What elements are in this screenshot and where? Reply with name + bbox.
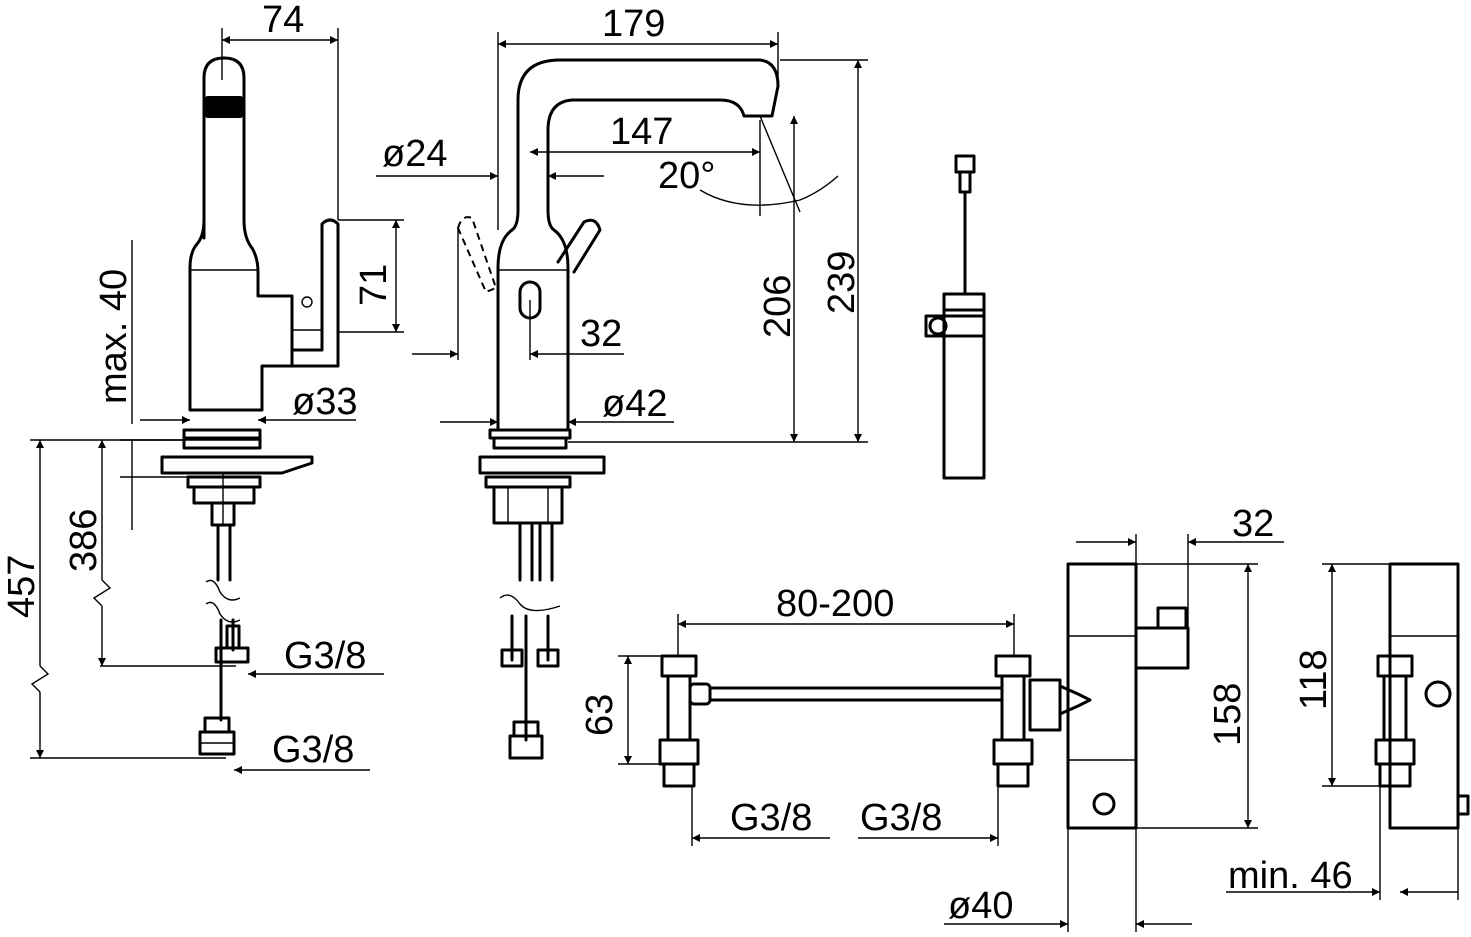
label-g38-d: G3/8	[860, 797, 942, 839]
label-158: 158	[1207, 683, 1249, 746]
label-118: 118	[1293, 649, 1335, 710]
label-386: 386	[63, 509, 105, 572]
label-179: 179	[602, 3, 665, 45]
label-d40: ø40	[948, 885, 1013, 927]
faucet-front-view	[456, 58, 780, 760]
label-d24: ø24	[382, 133, 447, 175]
label-d33: ø33	[292, 381, 357, 423]
label-g38-b: G3/8	[272, 729, 354, 771]
label-147: 147	[610, 111, 673, 153]
label-min46: min. 46	[1228, 855, 1353, 897]
label-239: 239	[821, 251, 863, 314]
label-32-top: 32	[580, 313, 622, 355]
dimension-lines	[30, 28, 1459, 932]
label-d42: ø42	[602, 383, 667, 425]
faucet-side-view	[160, 56, 340, 756]
dimension-labels: 74 179 147 ø24 20° 71 max. 40 32 206 239…	[1, 0, 1353, 927]
label-74: 74	[262, 0, 304, 41]
sensor-cable-detail	[924, 154, 986, 480]
label-32-bottom: 32	[1232, 503, 1274, 545]
label-457: 457	[1, 555, 43, 618]
label-max40: max. 40	[93, 269, 135, 404]
label-g38-a: G3/8	[284, 635, 366, 677]
label-63: 63	[579, 694, 621, 736]
label-206: 206	[757, 275, 799, 338]
label-20deg: 20°	[658, 155, 715, 197]
mounting-detail	[658, 562, 1470, 830]
label-80-200: 80-200	[776, 583, 894, 625]
label-g38-c: G3/8	[730, 797, 812, 839]
label-71: 71	[353, 264, 395, 306]
